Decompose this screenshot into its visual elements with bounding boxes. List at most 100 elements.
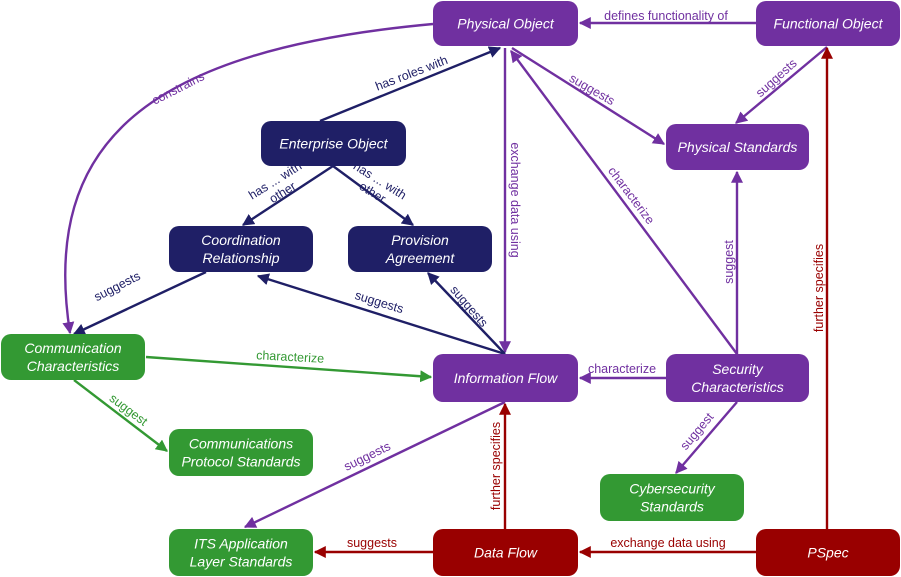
- edge-label-line: suggest: [722, 240, 736, 284]
- edge-label-further-specifies-df-if: further specifies: [489, 422, 503, 510]
- edge-has-with-other-cr: [241, 164, 334, 227]
- node-pspec: PSpec: [756, 529, 900, 576]
- node-box: [261, 121, 406, 166]
- node-label-line: Communications: [189, 436, 293, 452]
- node-box: [433, 1, 578, 46]
- edge-po-suggests-ps: [511, 46, 666, 146]
- edge-label-suggests-cr-cc: suggests: [92, 269, 143, 304]
- edge-label-characterize-sc-if: characterize: [588, 362, 656, 376]
- edge-characterize-cc-if: [145, 355, 433, 383]
- node-label-line: PSpec: [807, 545, 848, 561]
- edge-label-line: further specifies: [812, 244, 826, 332]
- edge-label-exchange-data-using-pspec-df: exchange data using: [610, 536, 725, 550]
- node-box: [169, 226, 313, 272]
- edge-label-line: suggests: [447, 283, 490, 330]
- node-box: [666, 354, 809, 402]
- node-box: [600, 474, 744, 521]
- edge-label-characterize-sc-po: characterize: [605, 164, 657, 227]
- node-box: [169, 429, 313, 476]
- edge-has-roles-with: [319, 46, 502, 123]
- edge-label-line: suggests: [753, 56, 800, 100]
- edge-suggests-if-cr: [256, 273, 506, 356]
- node-label-line: Data Flow: [474, 545, 538, 561]
- node-label-line: Security: [712, 361, 764, 377]
- node-label: Enterprise Object: [279, 136, 388, 152]
- edge-label-line: characterize: [256, 348, 325, 366]
- edge-label-suggests-df-its: suggests: [347, 536, 397, 550]
- edge-label-line: suggests: [347, 536, 397, 550]
- edge-suggests-cr-cc: [72, 270, 207, 336]
- node-physical-standards: Physical Standards: [666, 124, 809, 170]
- node-functional-object: Functional Object: [756, 1, 900, 46]
- node-label-line: Characteristics: [691, 379, 784, 395]
- node-box: [666, 124, 809, 170]
- edge-label-po-suggests-ps: suggests: [567, 71, 617, 108]
- edge-label-defines-functionality-of: defines functionality of: [604, 9, 728, 23]
- edge-label-has-with-other-pa: has ... withother: [343, 159, 409, 214]
- node-label-line: Agreement: [385, 250, 456, 266]
- node-information-flow: Information Flow: [433, 354, 578, 402]
- node-label-line: ITS Application: [194, 536, 288, 552]
- node-box: [756, 529, 900, 576]
- edge-suggest-cc-cps: [73, 379, 168, 452]
- edge-label-line: exchange data using: [610, 536, 725, 550]
- node-label: Functional Object: [774, 16, 884, 32]
- edge-label-line: suggests: [567, 71, 617, 108]
- node-label: Information Flow: [454, 370, 558, 386]
- node-box: [433, 529, 578, 576]
- node-box: [169, 529, 313, 576]
- node-label-line: Characteristics: [27, 358, 120, 374]
- edge-label-suggests-if-pa: suggests: [447, 283, 490, 330]
- edge-label-exchange-data-using-if: exchange data using: [508, 142, 522, 257]
- edge-label-suggest-sc-ps: suggest: [722, 240, 736, 284]
- edge-suggests-if-pa: [427, 272, 506, 355]
- edge-label-line: characterize: [588, 362, 656, 376]
- node-box: [433, 354, 578, 402]
- edge-constrains: [62, 22, 434, 335]
- node-label-line: Cybersecurity: [629, 481, 716, 497]
- node-enterprise-object: Enterprise Object: [261, 121, 406, 166]
- node-data-flow: Data Flow: [433, 529, 578, 576]
- edge-label-constrains: constrains: [150, 69, 207, 107]
- edge-suggest-sc-cs: [675, 401, 738, 474]
- node-label-line: Standards: [640, 499, 704, 515]
- edge-label-line: exchange data using: [508, 142, 522, 257]
- node-label-line: Functional Object: [774, 16, 884, 32]
- node-label-line: Communication: [24, 340, 121, 356]
- edge-label-line: suggests: [353, 288, 405, 316]
- edge-label-fo-suggests-ps: suggests: [753, 56, 800, 100]
- node-label-line: Enterprise Object: [279, 136, 388, 152]
- edge-label-line: characterize: [605, 164, 657, 227]
- edge-label-characterize-cc-if: characterize: [256, 348, 325, 366]
- node-label: Physical Standards: [678, 139, 798, 155]
- node-label-line: Physical Standards: [678, 139, 798, 155]
- node-label-line: Coordination: [201, 232, 281, 248]
- edge-label-line: suggests: [92, 269, 143, 304]
- node-label: Data Flow: [474, 545, 538, 561]
- node-physical-object: Physical Object: [433, 1, 578, 46]
- edge-label-further-specifies-pspec-fo: further specifies: [812, 244, 826, 332]
- edge-label-line: defines functionality of: [604, 9, 728, 23]
- node-box: [348, 226, 492, 272]
- node-label: Physical Object: [457, 16, 555, 32]
- node-label-line: Information Flow: [454, 370, 558, 386]
- node-box: [1, 334, 145, 380]
- node-label-line: Provision: [391, 232, 449, 248]
- edge-suggests-if-its: [243, 400, 506, 529]
- edge-characterize-sc-po: [510, 50, 738, 355]
- edge-has-with-other-pa: [332, 165, 414, 226]
